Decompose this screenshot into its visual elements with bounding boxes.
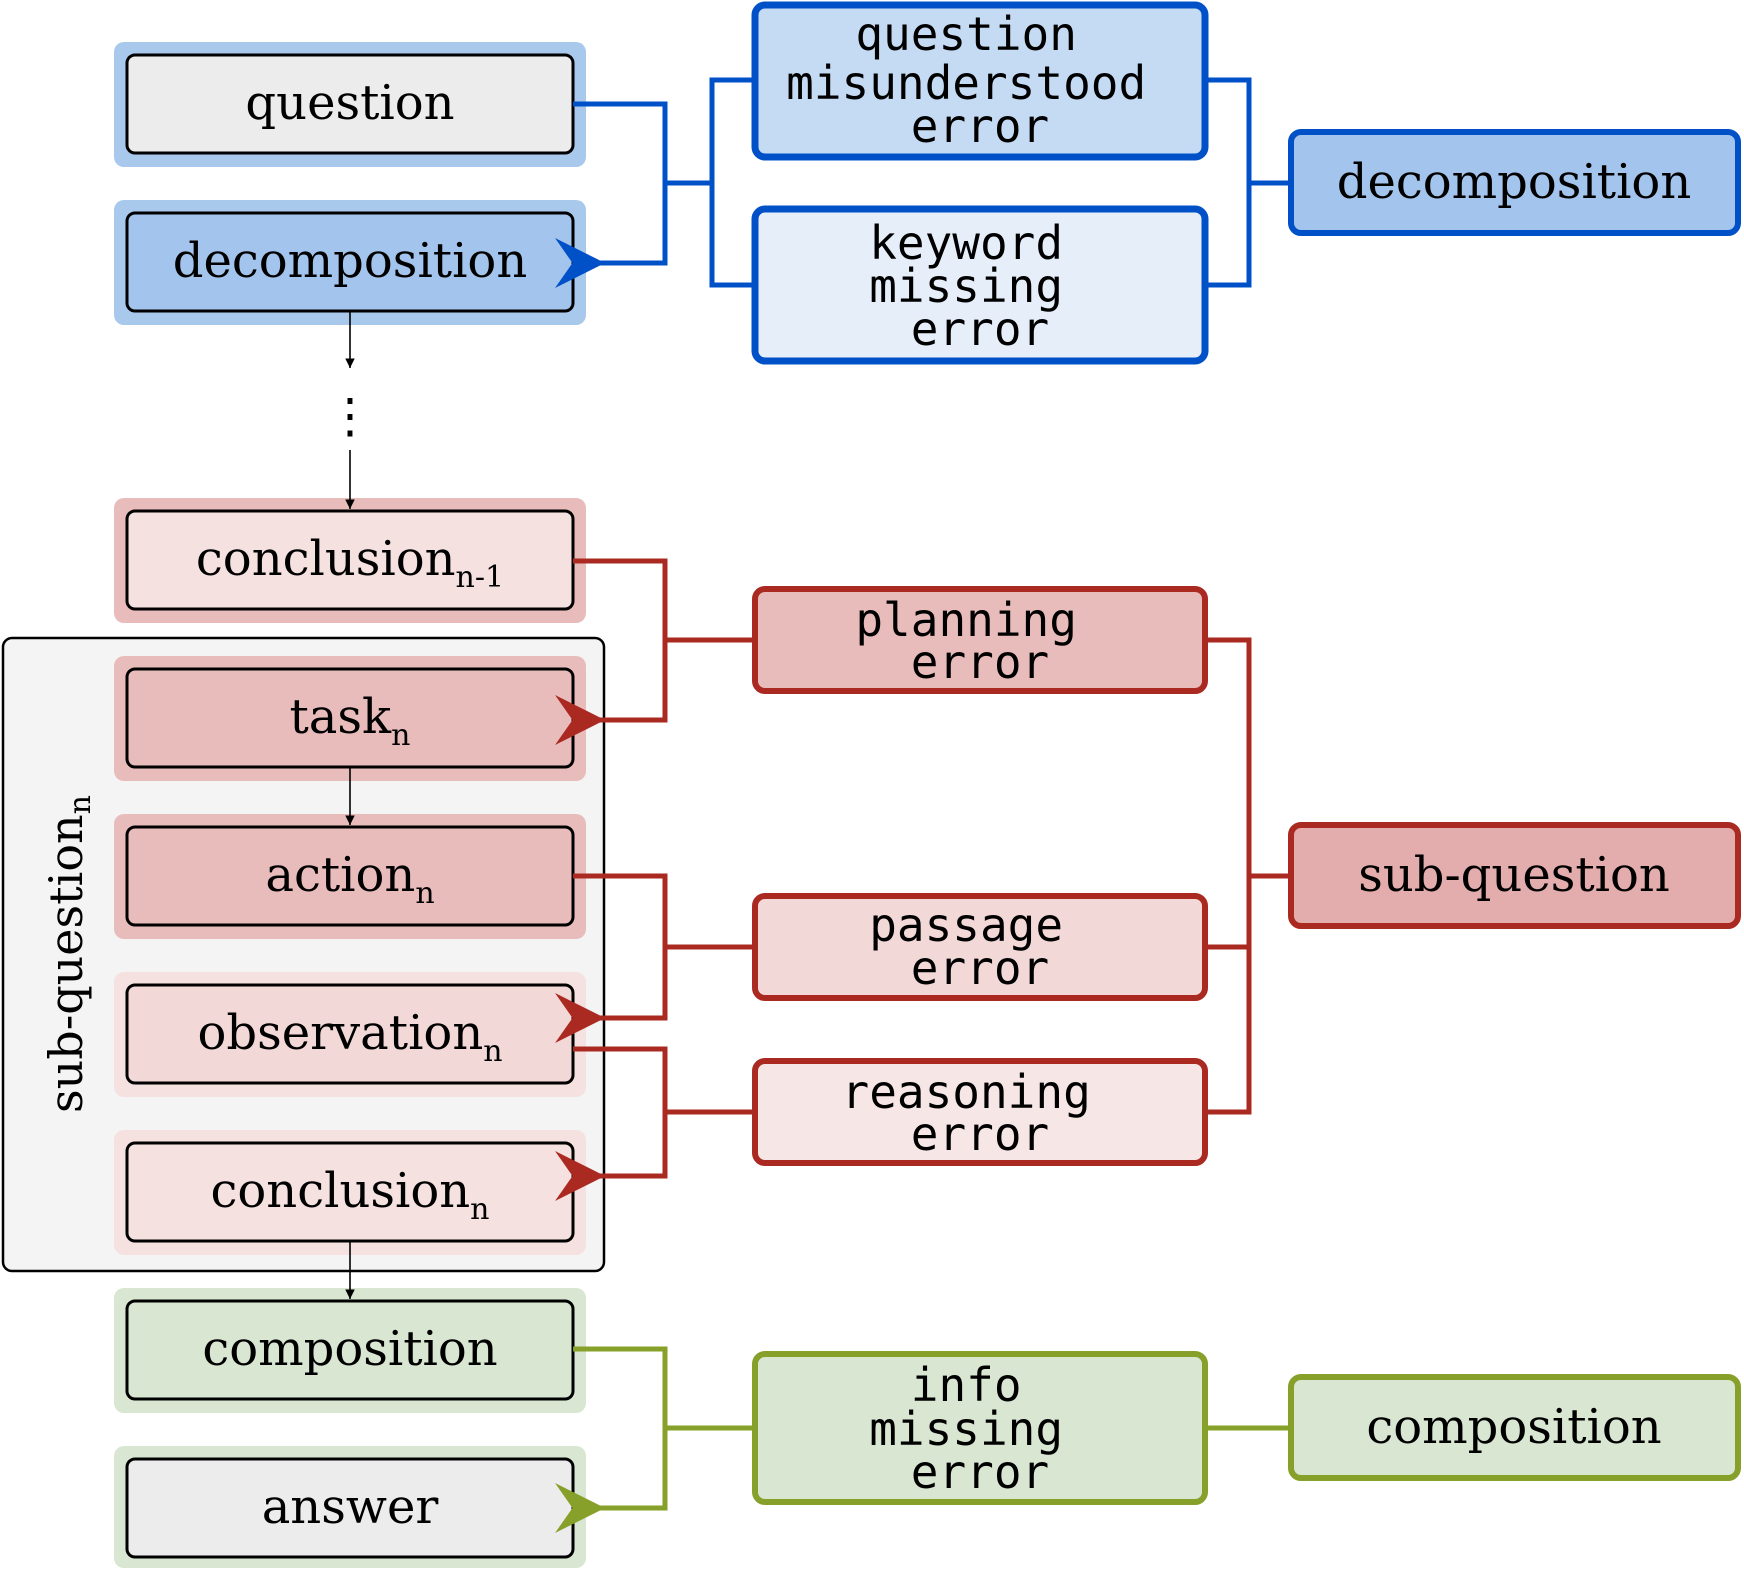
km-line-2: missing: [869, 259, 1063, 313]
conclusion-prev-text: conclusion: [196, 531, 456, 587]
planning-line-1: planning: [855, 593, 1077, 647]
keyword-missing-error-box: [751, 205, 1209, 365]
connector-red-category: [1205, 637, 1291, 1115]
question-misunderstood-error-box: [751, 1, 1209, 161]
observation-sub: n: [483, 1034, 502, 1069]
conclusion-sub: n: [470, 1192, 489, 1227]
planning-error-label: planning error: [855, 593, 1104, 689]
qm-line-1: question: [855, 7, 1077, 61]
conclusion-prev-sub: n-1: [456, 560, 505, 595]
reasoning-line-1: reasoning: [842, 1065, 1091, 1119]
reasoning-error-box: [752, 1058, 1208, 1166]
im-line-3: error: [911, 1445, 1049, 1499]
task-label: taskn: [290, 689, 411, 753]
observation-text: observation: [197, 1005, 483, 1061]
passage-error-label: passage error: [869, 898, 1091, 995]
answer-label: answer: [262, 1479, 439, 1535]
category-decomposition-label: decomposition: [1337, 154, 1692, 210]
task-sub: n: [391, 718, 410, 753]
im-line-1: info: [911, 1358, 1022, 1412]
qm-line-2: misunderstood: [786, 56, 1146, 110]
passage-line-1: passage: [869, 898, 1063, 952]
conclusion-label: conclusionn: [211, 1163, 490, 1227]
action-text: action: [265, 847, 415, 903]
subquestion-label-text: sub-question: [39, 814, 93, 1113]
connector-question-to-decomposition: [555, 101, 668, 288]
action-label: actionn: [265, 847, 434, 911]
decomposition-label: decomposition: [173, 233, 528, 289]
reasoning-line-2: error: [911, 1107, 1049, 1161]
category-sub-question-label: sub-question: [1358, 847, 1670, 903]
question-label: question: [245, 75, 454, 131]
connector-blue-category: [1205, 77, 1291, 288]
ellipsis: ⋮: [326, 388, 374, 444]
info-missing-error-box: [752, 1351, 1208, 1505]
km-line-1: keyword: [869, 216, 1063, 270]
subquestion-label-sub: n: [63, 795, 98, 814]
qm-line-3: error: [911, 99, 1049, 153]
question-misunderstood-error-label: question misunderstood error: [786, 7, 1174, 153]
conclusion-text: conclusion: [211, 1163, 471, 1219]
category-composition-box: [1288, 1374, 1741, 1481]
planning-line-2: error: [911, 635, 1049, 689]
connector-blue-errors: [665, 77, 755, 288]
passage-line-2: error: [911, 941, 1049, 995]
planning-error-box: [752, 586, 1208, 694]
reasoning-error-label: reasoning error: [842, 1065, 1119, 1161]
im-line-2: missing: [869, 1402, 1063, 1456]
info-missing-error-label: info missing error: [869, 1358, 1091, 1499]
conclusion-prev-label: conclusionn-1: [196, 531, 504, 595]
category-decomposition-box: [1288, 129, 1741, 236]
category-sub-question-box: [1288, 822, 1741, 929]
km-line-3: error: [911, 302, 1049, 356]
task-text: task: [290, 689, 393, 745]
subquestion-panel-label: sub-questionn: [39, 795, 98, 1113]
observation-label: observationn: [197, 1005, 502, 1069]
subquestion-panel: [1, 636, 606, 1273]
category-composition-label: composition: [1366, 1399, 1661, 1455]
connector-composition-to-answer: [555, 1346, 668, 1533]
composition-label: composition: [202, 1321, 497, 1377]
passage-error-box: [752, 893, 1208, 1001]
action-sub: n: [415, 876, 434, 911]
keyword-missing-error-label: keyword missing error: [869, 216, 1091, 356]
